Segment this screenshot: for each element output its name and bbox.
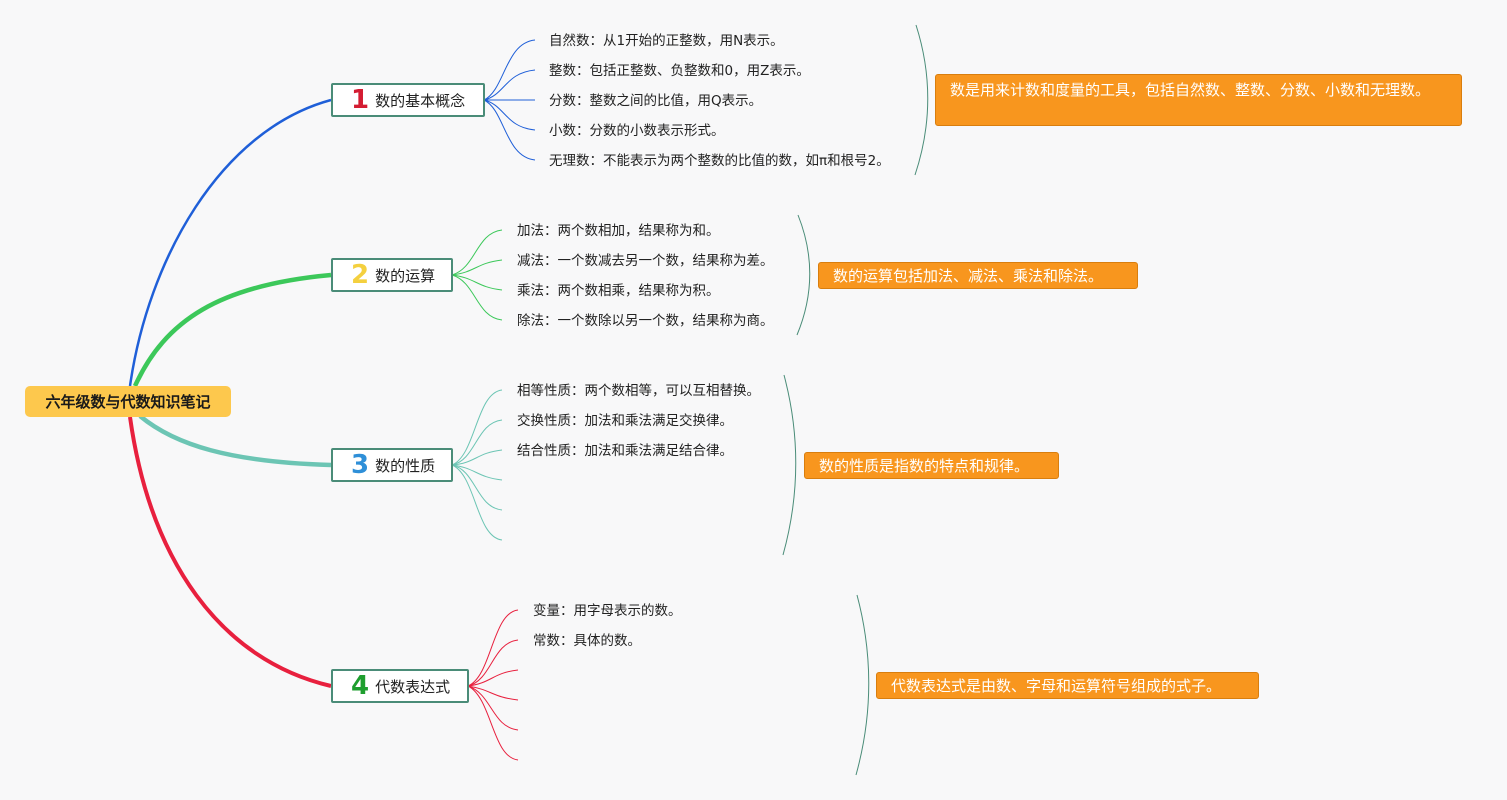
summary-3[interactable]: 数的性质是指数的特点和规律。 <box>804 452 1059 479</box>
connector-leaf-1-2 <box>483 69 536 101</box>
summary-text-4: 代数表达式是由数、字母和运算符号组成的式子。 <box>891 677 1222 695</box>
branch-label-2: 数的运算 <box>375 266 436 285</box>
branch-label-3: 数的性质 <box>375 456 436 475</box>
branch-label-4: 代数表达式 <box>375 677 451 696</box>
connector-leaf-4-5 <box>467 685 519 731</box>
leaf-2-3[interactable]: 乘法：两个数相乘，结果称为积。 <box>517 283 720 299</box>
leaf-2-4[interactable]: 除法：一个数除以另一个数，结果称为商。 <box>517 313 774 329</box>
summary-text-1: 数是用来计数和度量的工具，包括自然数、整数、分数、小数和无理数。 <box>950 81 1431 99</box>
connector-branch-1 <box>128 98 332 387</box>
connector-leaf-2-1 <box>451 229 503 276</box>
leaf-1-5[interactable]: 无理数：不能表示为两个整数的比值的数，如π和根号2。 <box>549 153 890 169</box>
connector-leaf-1-1 <box>483 39 536 101</box>
connector-leaf-4-3 <box>467 669 519 687</box>
branch-number-2: 2 <box>351 260 370 290</box>
leaf-2-1[interactable]: 加法：两个数相加，结果称为和。 <box>517 223 720 239</box>
branch-label-1: 数的基本概念 <box>375 91 466 110</box>
connector-branch-2 <box>132 272 332 387</box>
summary-bracket-4 <box>855 594 870 776</box>
connector-leaf-3-3 <box>451 449 503 466</box>
connector-leaf-3-2 <box>451 419 503 466</box>
connector-branch-3 <box>138 414 332 468</box>
leaf-3-2[interactable]: 交换性质：加法和乘法满足交换律。 <box>517 413 733 429</box>
branch-node-3[interactable]: 3 数的性质 <box>331 448 453 482</box>
connector-leaf-1-5 <box>483 99 536 161</box>
connector-leaf-3-5 <box>451 464 503 511</box>
leaf-2-2[interactable]: 减法：一个数减去另一个数，结果称为差。 <box>517 253 774 269</box>
branch-number-3: 3 <box>351 450 370 480</box>
summary-bracket-3 <box>782 374 797 556</box>
connector-leaf-4-2 <box>467 639 519 687</box>
connector-leaf-4-4 <box>467 685 519 701</box>
connector-leaf-3-1 <box>451 389 503 466</box>
branch-number-4: 4 <box>351 671 370 701</box>
leaf-1-1[interactable]: 自然数：从1开始的正整数，用N表示。 <box>549 33 784 49</box>
summary-text-2: 数的运算包括加法、减法、乘法和除法。 <box>833 267 1104 285</box>
connector-branch-4 <box>128 416 332 688</box>
leaf-4-2[interactable]: 常数：具体的数。 <box>533 633 641 649</box>
connector-leaf-4-1 <box>467 609 519 687</box>
connector-leaf-4-6 <box>467 685 519 761</box>
connector-leaf-2-2 <box>451 259 503 276</box>
branch-node-1[interactable]: 1 数的基本概念 <box>331 83 485 117</box>
summary-4[interactable]: 代数表达式是由数、字母和运算符号组成的式子。 <box>876 672 1259 699</box>
summary-2[interactable]: 数的运算包括加法、减法、乘法和除法。 <box>818 262 1138 289</box>
branch-number-1: 1 <box>351 85 370 115</box>
leaf-1-2[interactable]: 整数：包括正整数、负整数和0，用Z表示。 <box>549 63 810 79</box>
branch-node-2[interactable]: 2 数的运算 <box>331 258 453 292</box>
connector-leaf-2-4 <box>451 274 503 321</box>
summary-bracket-2 <box>796 214 811 336</box>
root-title: 六年级数与代数知识笔记 <box>45 393 211 411</box>
leaf-1-3[interactable]: 分数：整数之间的比值，用Q表示。 <box>549 93 763 109</box>
leaf-3-1[interactable]: 相等性质：两个数相等，可以互相替换。 <box>517 383 760 399</box>
connector-leaf-2-3 <box>451 274 503 291</box>
summary-1[interactable]: 数是用来计数和度量的工具，包括自然数、整数、分数、小数和无理数。 <box>935 74 1462 126</box>
leaf-4-1[interactable]: 变量：用字母表示的数。 <box>533 603 682 619</box>
summary-bracket-1 <box>914 24 929 176</box>
summary-text-3: 数的性质是指数的特点和规律。 <box>819 457 1030 475</box>
connector-leaf-3-4 <box>451 464 503 481</box>
leaf-3-3[interactable]: 结合性质：加法和乘法满足结合律。 <box>517 443 733 459</box>
connector-leaf-3-6 <box>451 464 503 541</box>
root-node[interactable]: 六年级数与代数知识笔记 <box>25 386 231 417</box>
connector-leaf-1-4 <box>483 99 536 131</box>
branch-node-4[interactable]: 4 代数表达式 <box>331 669 469 703</box>
leaf-1-4[interactable]: 小数：分数的小数表示形式。 <box>549 123 725 139</box>
